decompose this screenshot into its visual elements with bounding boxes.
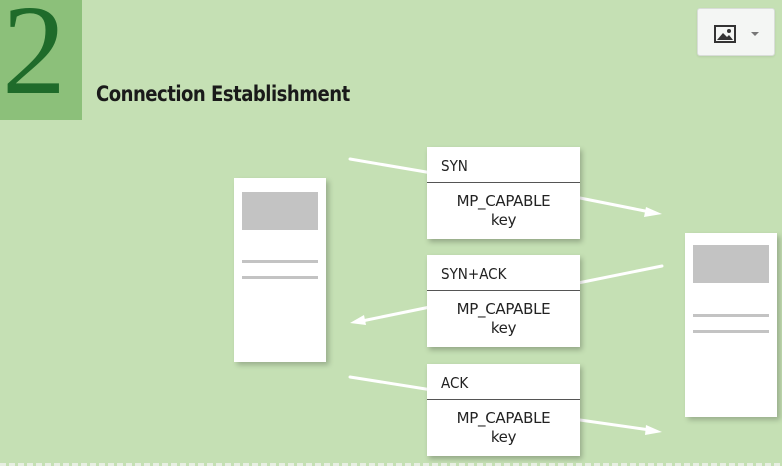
packet-option: MP_CAPABLE key [427, 183, 580, 239]
packet-header: ACK [427, 364, 580, 400]
packet-option-name: MP_CAPABLE [456, 300, 551, 318]
packet-option: MP_CAPABLE key [427, 291, 580, 347]
packet-syn: SYN MP_CAPABLE key [427, 147, 580, 239]
packet-synack: SYN+ACK MP_CAPABLE key [427, 255, 580, 347]
packet-option-name: MP_CAPABLE [456, 409, 551, 427]
server-host [685, 233, 777, 417]
synack-arrowhead [350, 315, 366, 325]
bottom-border [0, 463, 782, 466]
ack-arrowhead [645, 425, 662, 435]
syn-arrowhead [644, 207, 662, 217]
server-host-line [693, 330, 769, 333]
syn-arrow-out [578, 196, 652, 214]
step-number-box: 2 [0, 0, 82, 120]
step-title: Connection Establishment [96, 82, 350, 106]
packet-option-field: key [490, 428, 517, 446]
step-number: 2 [2, 0, 66, 121]
packet-header: SYN+ACK [427, 255, 580, 291]
server-host-screen [693, 245, 769, 283]
packet-option-field: key [490, 319, 517, 337]
packet-ack: ACK MP_CAPABLE key [427, 364, 580, 456]
ack-arrow-in [348, 375, 434, 392]
packet-header: SYN [427, 147, 580, 183]
client-host-line [242, 276, 318, 279]
packet-option-field: key [490, 211, 517, 229]
client-host-line [242, 260, 318, 263]
server-host-line [693, 314, 769, 317]
chevron-down-icon [751, 32, 759, 36]
syn-arrow-in [348, 157, 434, 175]
client-host [234, 178, 326, 362]
client-host-screen [242, 192, 318, 230]
ack-arrow-out [578, 418, 652, 432]
synack-arrow-in [576, 264, 664, 285]
image-menu-button[interactable] [697, 8, 775, 56]
packet-option-name: MP_CAPABLE [456, 192, 551, 210]
synack-arrow-out [360, 305, 432, 323]
packet-option: MP_CAPABLE key [427, 400, 580, 456]
image-icon [714, 25, 736, 43]
